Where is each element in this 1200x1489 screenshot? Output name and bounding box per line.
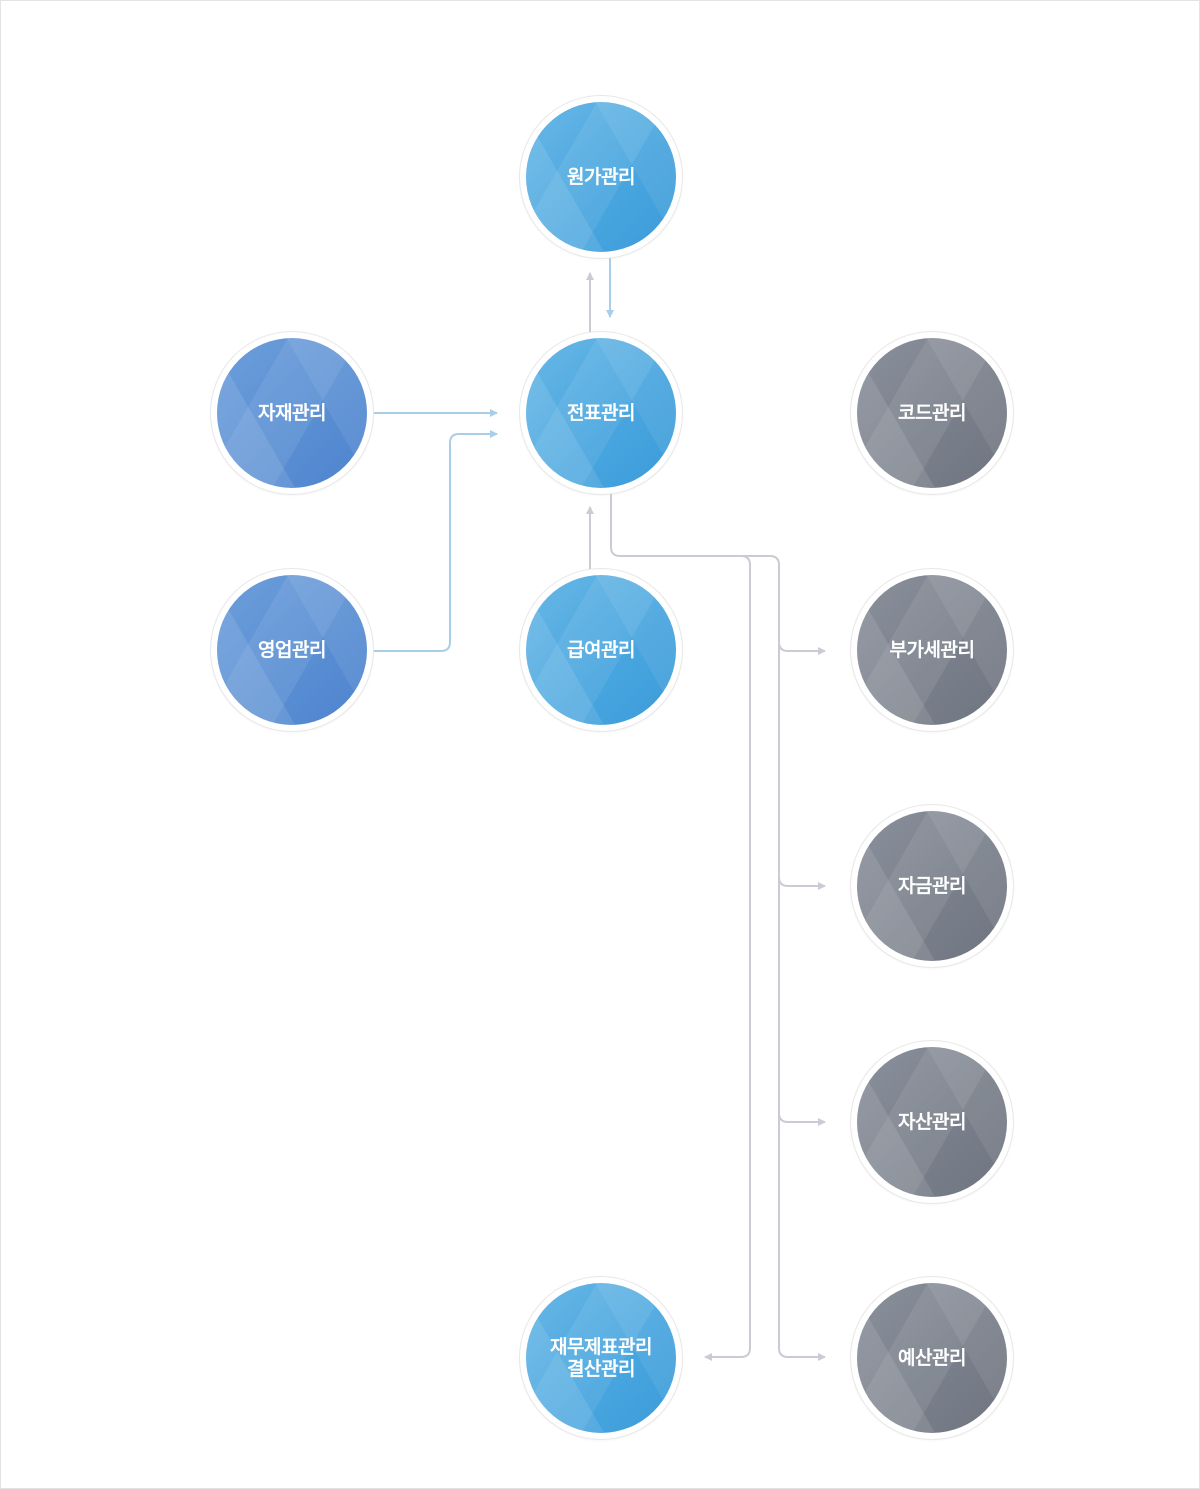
node-sales: 영업관리 [211, 569, 373, 731]
node-assets: 자산관리 [851, 1041, 1013, 1203]
node-financial-label-line1: 재무제표관리 [550, 1336, 652, 1358]
node-funds: 자금관리 [851, 805, 1013, 967]
connector-to-funds [778, 876, 826, 890]
node-payroll-label: 급여관리 [567, 639, 635, 661]
node-payroll-disc: 급여관리 [526, 575, 676, 725]
node-voucher-label: 전표관리 [567, 402, 635, 424]
node-sales-label: 영업관리 [258, 639, 326, 661]
node-payroll: 급여관리 [520, 569, 682, 731]
node-financial-disc: 재무제표관리 결산관리 [526, 1283, 676, 1433]
connector-voucher-trunk [610, 491, 751, 1361]
node-financial-label-line2: 결산관리 [567, 1358, 635, 1380]
node-vat: 부가세관리 [851, 569, 1013, 731]
node-sales-disc: 영업관리 [217, 575, 367, 725]
node-cost: 원가관리 [520, 96, 682, 258]
node-material-disc: 자재관리 [217, 338, 367, 488]
node-assets-label: 자산관리 [898, 1111, 966, 1133]
connector-to-vat [778, 641, 826, 655]
node-budget: 예산관리 [851, 1277, 1013, 1439]
node-code-label: 코드관리 [898, 402, 966, 424]
connector-sales-to-voucher [373, 430, 498, 652]
node-budget-label: 예산관리 [898, 1347, 966, 1369]
node-cost-disc: 원가관리 [526, 102, 676, 252]
node-vat-label: 부가세관리 [889, 639, 975, 661]
node-material-label: 자재관리 [258, 402, 326, 424]
node-financial-label: 재무제표관리 결산관리 [550, 1336, 652, 1380]
node-financial: 재무제표관리 결산관리 [520, 1277, 682, 1439]
node-code-disc: 코드관리 [857, 338, 1007, 488]
node-funds-label: 자금관리 [898, 875, 966, 897]
connector-to-assets [778, 1112, 826, 1126]
node-code: 코드관리 [851, 332, 1013, 494]
connector-voucher-branch [741, 555, 826, 1361]
node-assets-disc: 자산관리 [857, 1047, 1007, 1197]
node-voucher: 전표관리 [520, 332, 682, 494]
node-cost-label: 원가관리 [567, 166, 635, 188]
node-voucher-disc: 전표관리 [526, 338, 676, 488]
node-budget-disc: 예산관리 [857, 1283, 1007, 1433]
node-funds-disc: 자금관리 [857, 811, 1007, 961]
node-vat-disc: 부가세관리 [857, 575, 1007, 725]
node-material: 자재관리 [211, 332, 373, 494]
